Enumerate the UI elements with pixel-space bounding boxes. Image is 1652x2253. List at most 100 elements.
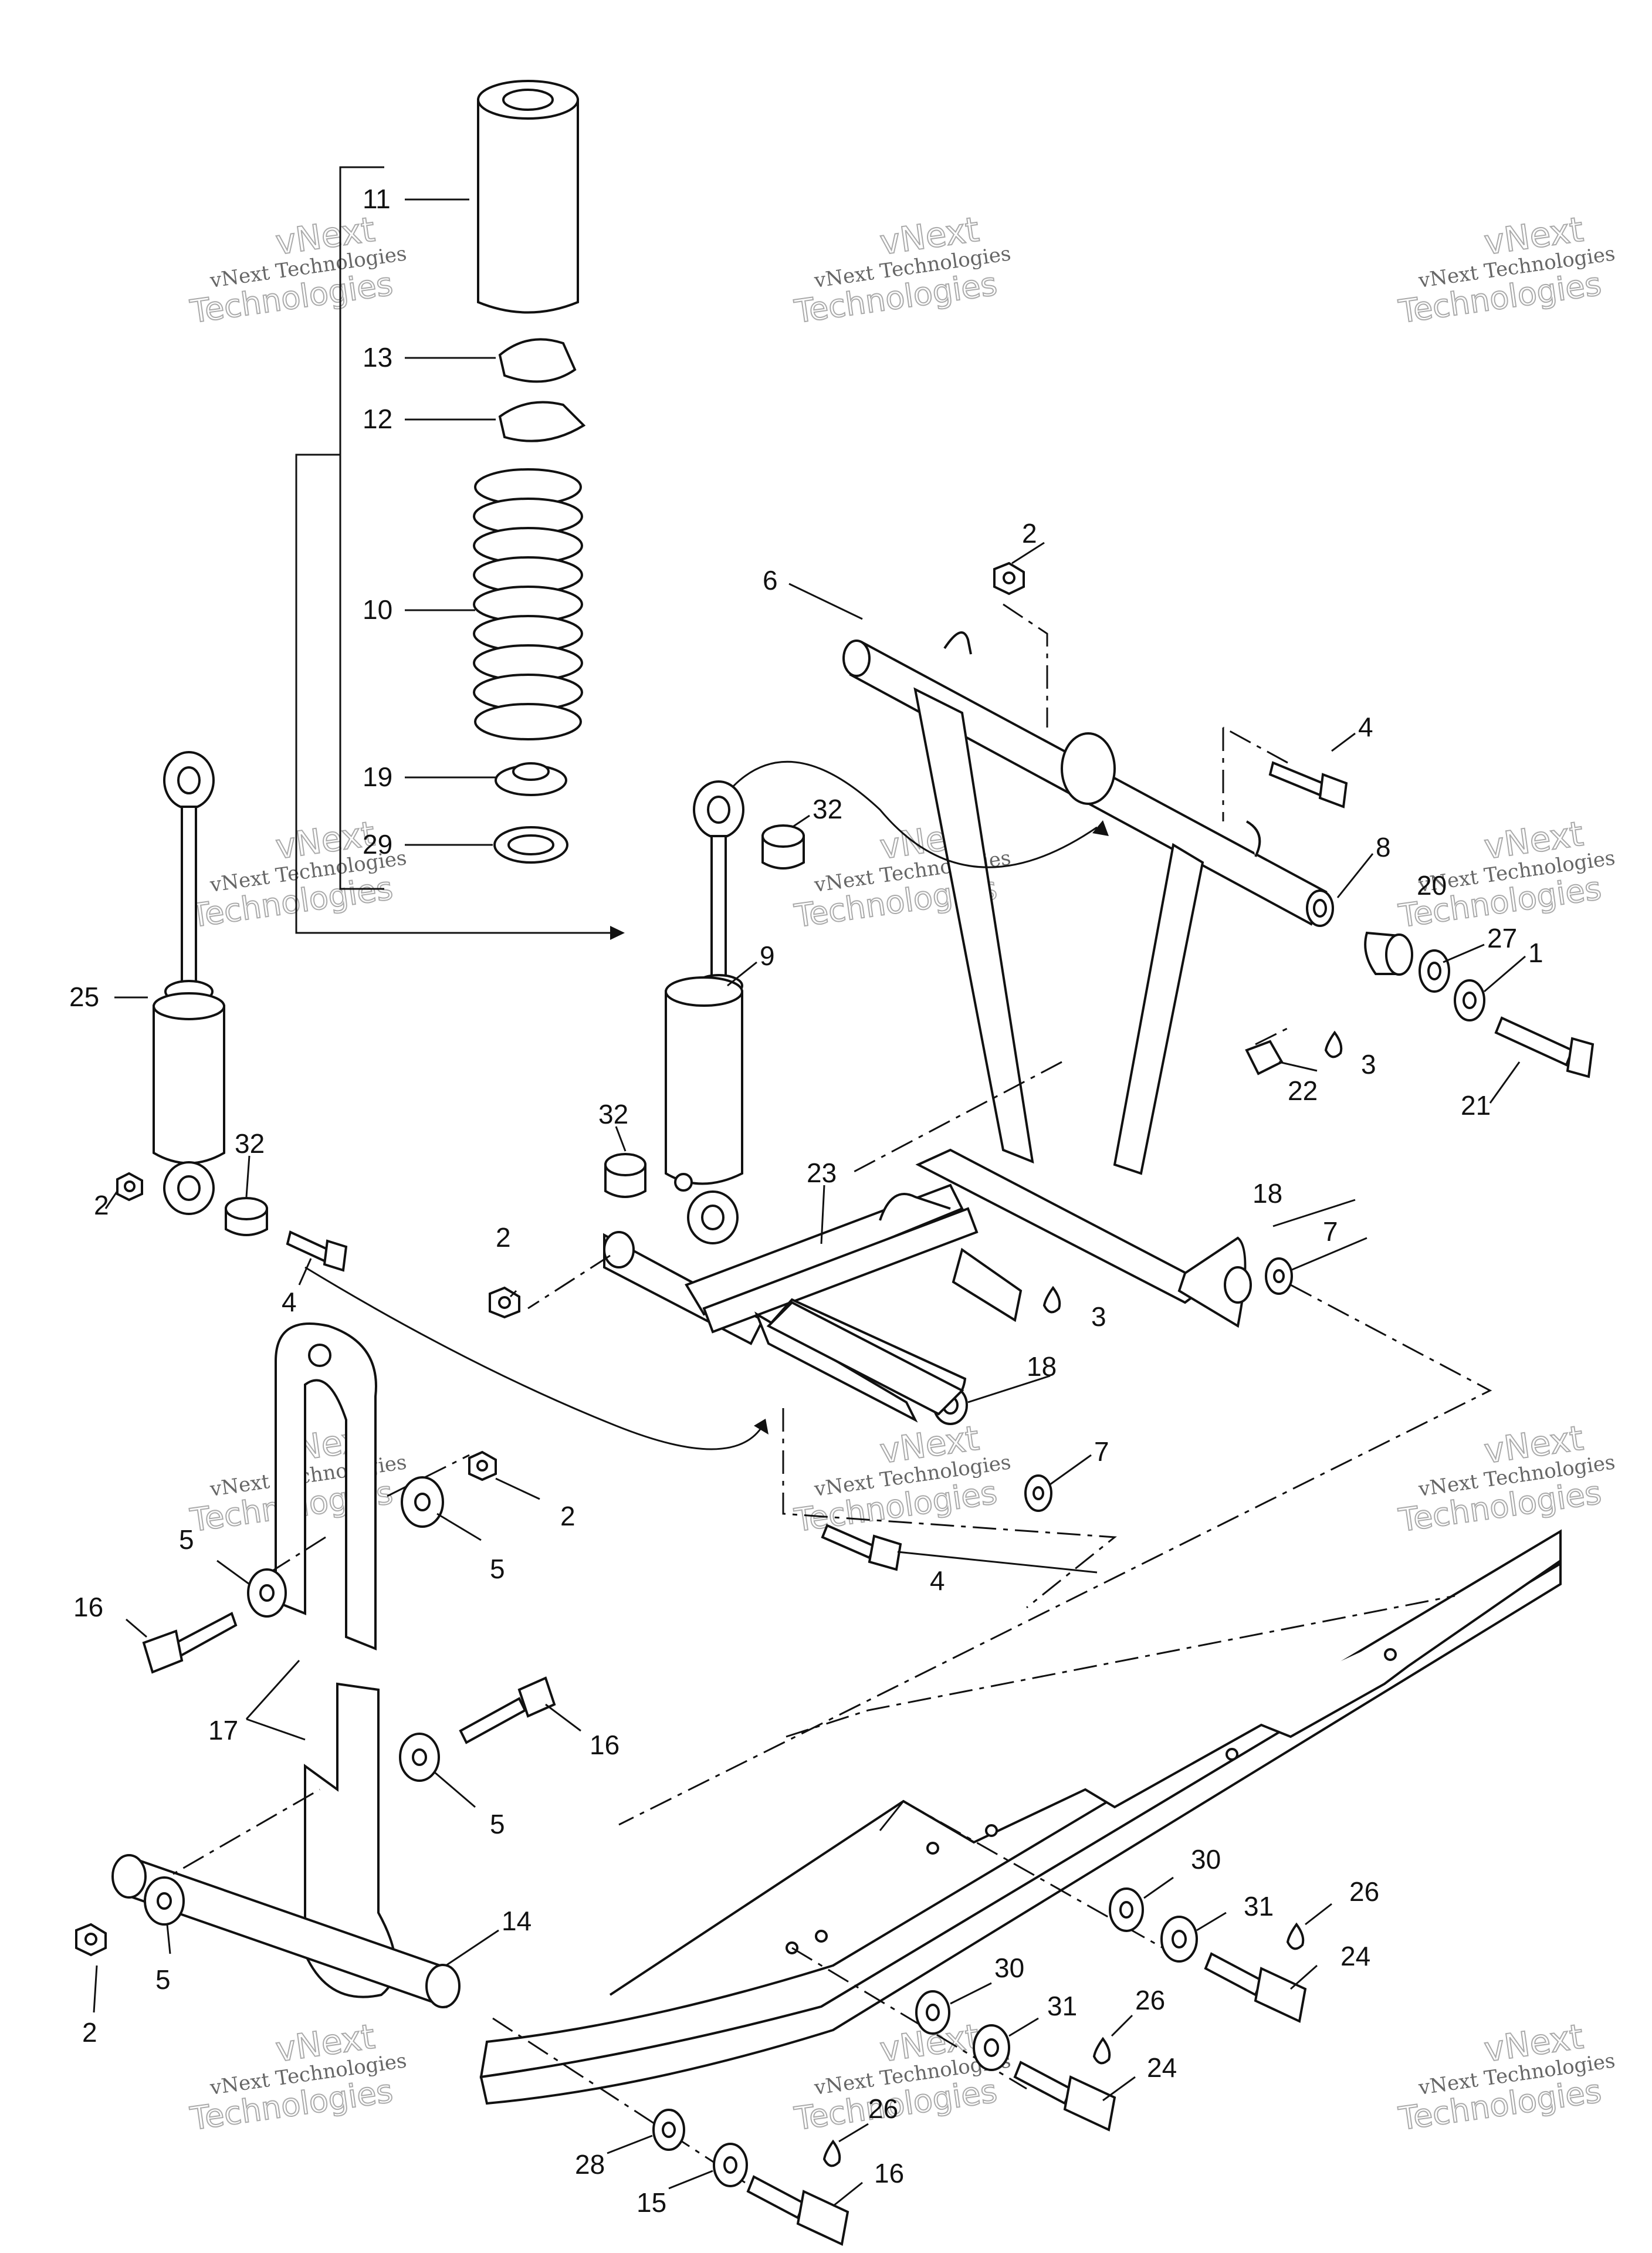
washer-27 [1419,949,1450,993]
callout-15: 15 [637,2187,666,2218]
callout-8: 8 [1376,832,1391,862]
callout-12: 12 [363,404,392,434]
bolt-16-bottom [746,2175,849,2246]
callout-9: 9 [760,941,775,971]
callout-22: 22 [1288,1075,1318,1106]
callout-16-right: 16 [590,1730,620,1760]
callout-2-left: 2 [94,1190,109,1220]
bushing-20 [1364,931,1413,976]
drop-3b [1042,1286,1061,1314]
callout-17: 17 [208,1715,238,1745]
bolt-16-left [142,1612,238,1674]
shock-absorber-left [153,751,225,1215]
stack-bracket [339,166,384,890]
callout-29: 29 [363,829,392,860]
callout-19: 19 [363,762,392,792]
callout-4-mid: 4 [930,1565,945,1596]
washer-7b [1024,1474,1052,1512]
callout-21: 21 [1461,1090,1491,1121]
callout-30-top: 30 [1191,1844,1221,1875]
washer-28 [652,2109,685,2151]
washer-5d [144,1876,185,1926]
drop-26b [1092,2037,1111,2065]
washer-31a [1160,1916,1198,1963]
grease-fitting-22 [1245,1040,1284,1075]
callout-4-top: 4 [1358,712,1373,742]
callouts: 11 13 12 10 19 29 2 6 4 32 8 20 27 1 9 2… [69,184,1543,2218]
callout-13: 13 [363,342,392,373]
nut-2-top [993,561,1025,596]
curved-arrow-shock-to-frame [732,761,1098,868]
washer-30b [915,1990,950,2035]
callout-7-top: 7 [1323,1216,1338,1247]
shock-boot [477,80,579,314]
drop-3a [1324,1030,1343,1058]
drop-26c [822,2139,841,2167]
callout-30-bottom: 30 [994,1953,1024,1983]
callout-2-axle: 2 [82,2017,97,2048]
callout-2-top: 2 [1022,518,1037,549]
bolt-4-top [1268,761,1348,808]
callout-31-bottom: 31 [1047,1991,1077,2021]
callout-26-top: 26 [1349,1876,1379,1907]
nut-2-axle [75,1923,107,1957]
spring-seat [495,762,567,796]
leader-lines [93,198,1526,2207]
callout-32-mid: 32 [598,1099,628,1129]
callout-28: 28 [575,2149,605,2180]
callout-32-top: 32 [813,794,842,824]
callout-6: 6 [763,565,778,596]
shock-absorber-center [665,780,744,1244]
callout-26-mid: 26 [1135,1985,1165,2015]
bolt-24-b [1013,2061,1116,2132]
callout-4-left: 4 [282,1287,297,1317]
callout-32-left: 32 [235,1128,265,1159]
washer-5c [399,1733,440,1782]
front-arm [275,1322,397,1998]
callout-3-top: 3 [1361,1049,1376,1080]
washer-1 [1454,979,1485,1021]
callout-27: 27 [1487,923,1517,953]
callout-2-arm: 2 [560,1501,576,1531]
watermark: vNext vNext Technologies Technologies [187,2016,408,2138]
pivot-tube-18b [766,1301,964,1416]
callout-18-top: 18 [1252,1178,1282,1209]
watermark: vNext vNext Technologies Technologies [1396,209,1617,331]
nut-2-left [116,1172,143,1202]
callout-11: 11 [363,184,391,214]
stack-arrow-head [610,926,625,940]
watermark: vNext vNext Technologies Technologies [1396,1418,1617,1540]
bushing-32-mid [604,1153,646,1198]
curved-arrow-bolt-to-arm [304,1266,764,1450]
washer-29 [493,826,568,864]
shock-spring-stack [295,80,625,940]
callout-24-bottom: 24 [1147,2052,1177,2083]
callout-18-mid: 18 [1027,1351,1057,1382]
callout-26-bottom: 26 [868,2093,898,2124]
callout-2-mid: 2 [496,1222,511,1253]
washer-30a [1109,1887,1144,1932]
curved-arrow-head [1092,820,1109,836]
callout-10: 10 [363,594,392,625]
nut-2-arm [468,1450,497,1481]
callout-24-top: 24 [1340,1941,1370,1971]
hardware [75,561,1595,2246]
bolt-24-a [1204,1952,1307,2023]
callout-20: 20 [1417,870,1447,901]
bolt-4-left [286,1230,348,1272]
callout-25: 25 [69,982,99,1012]
bolt-21 [1494,1016,1595,1078]
callout-5-lower: 5 [490,1809,505,1839]
callout-14: 14 [502,1906,532,1936]
callout-23: 23 [807,1158,837,1188]
callout-5-axle: 5 [155,1964,171,1995]
callout-16-bottom: 16 [874,2158,904,2188]
watermark: vNext vNext Technologies Technologies [791,1418,1013,1540]
washer-5b [247,1568,287,1618]
bolt-16-right [459,1676,556,1744]
curved-arrow-head [754,1419,769,1435]
front-axle [111,1854,461,2008]
bushing-32-left [225,1197,268,1236]
retainer-13 [498,338,577,383]
